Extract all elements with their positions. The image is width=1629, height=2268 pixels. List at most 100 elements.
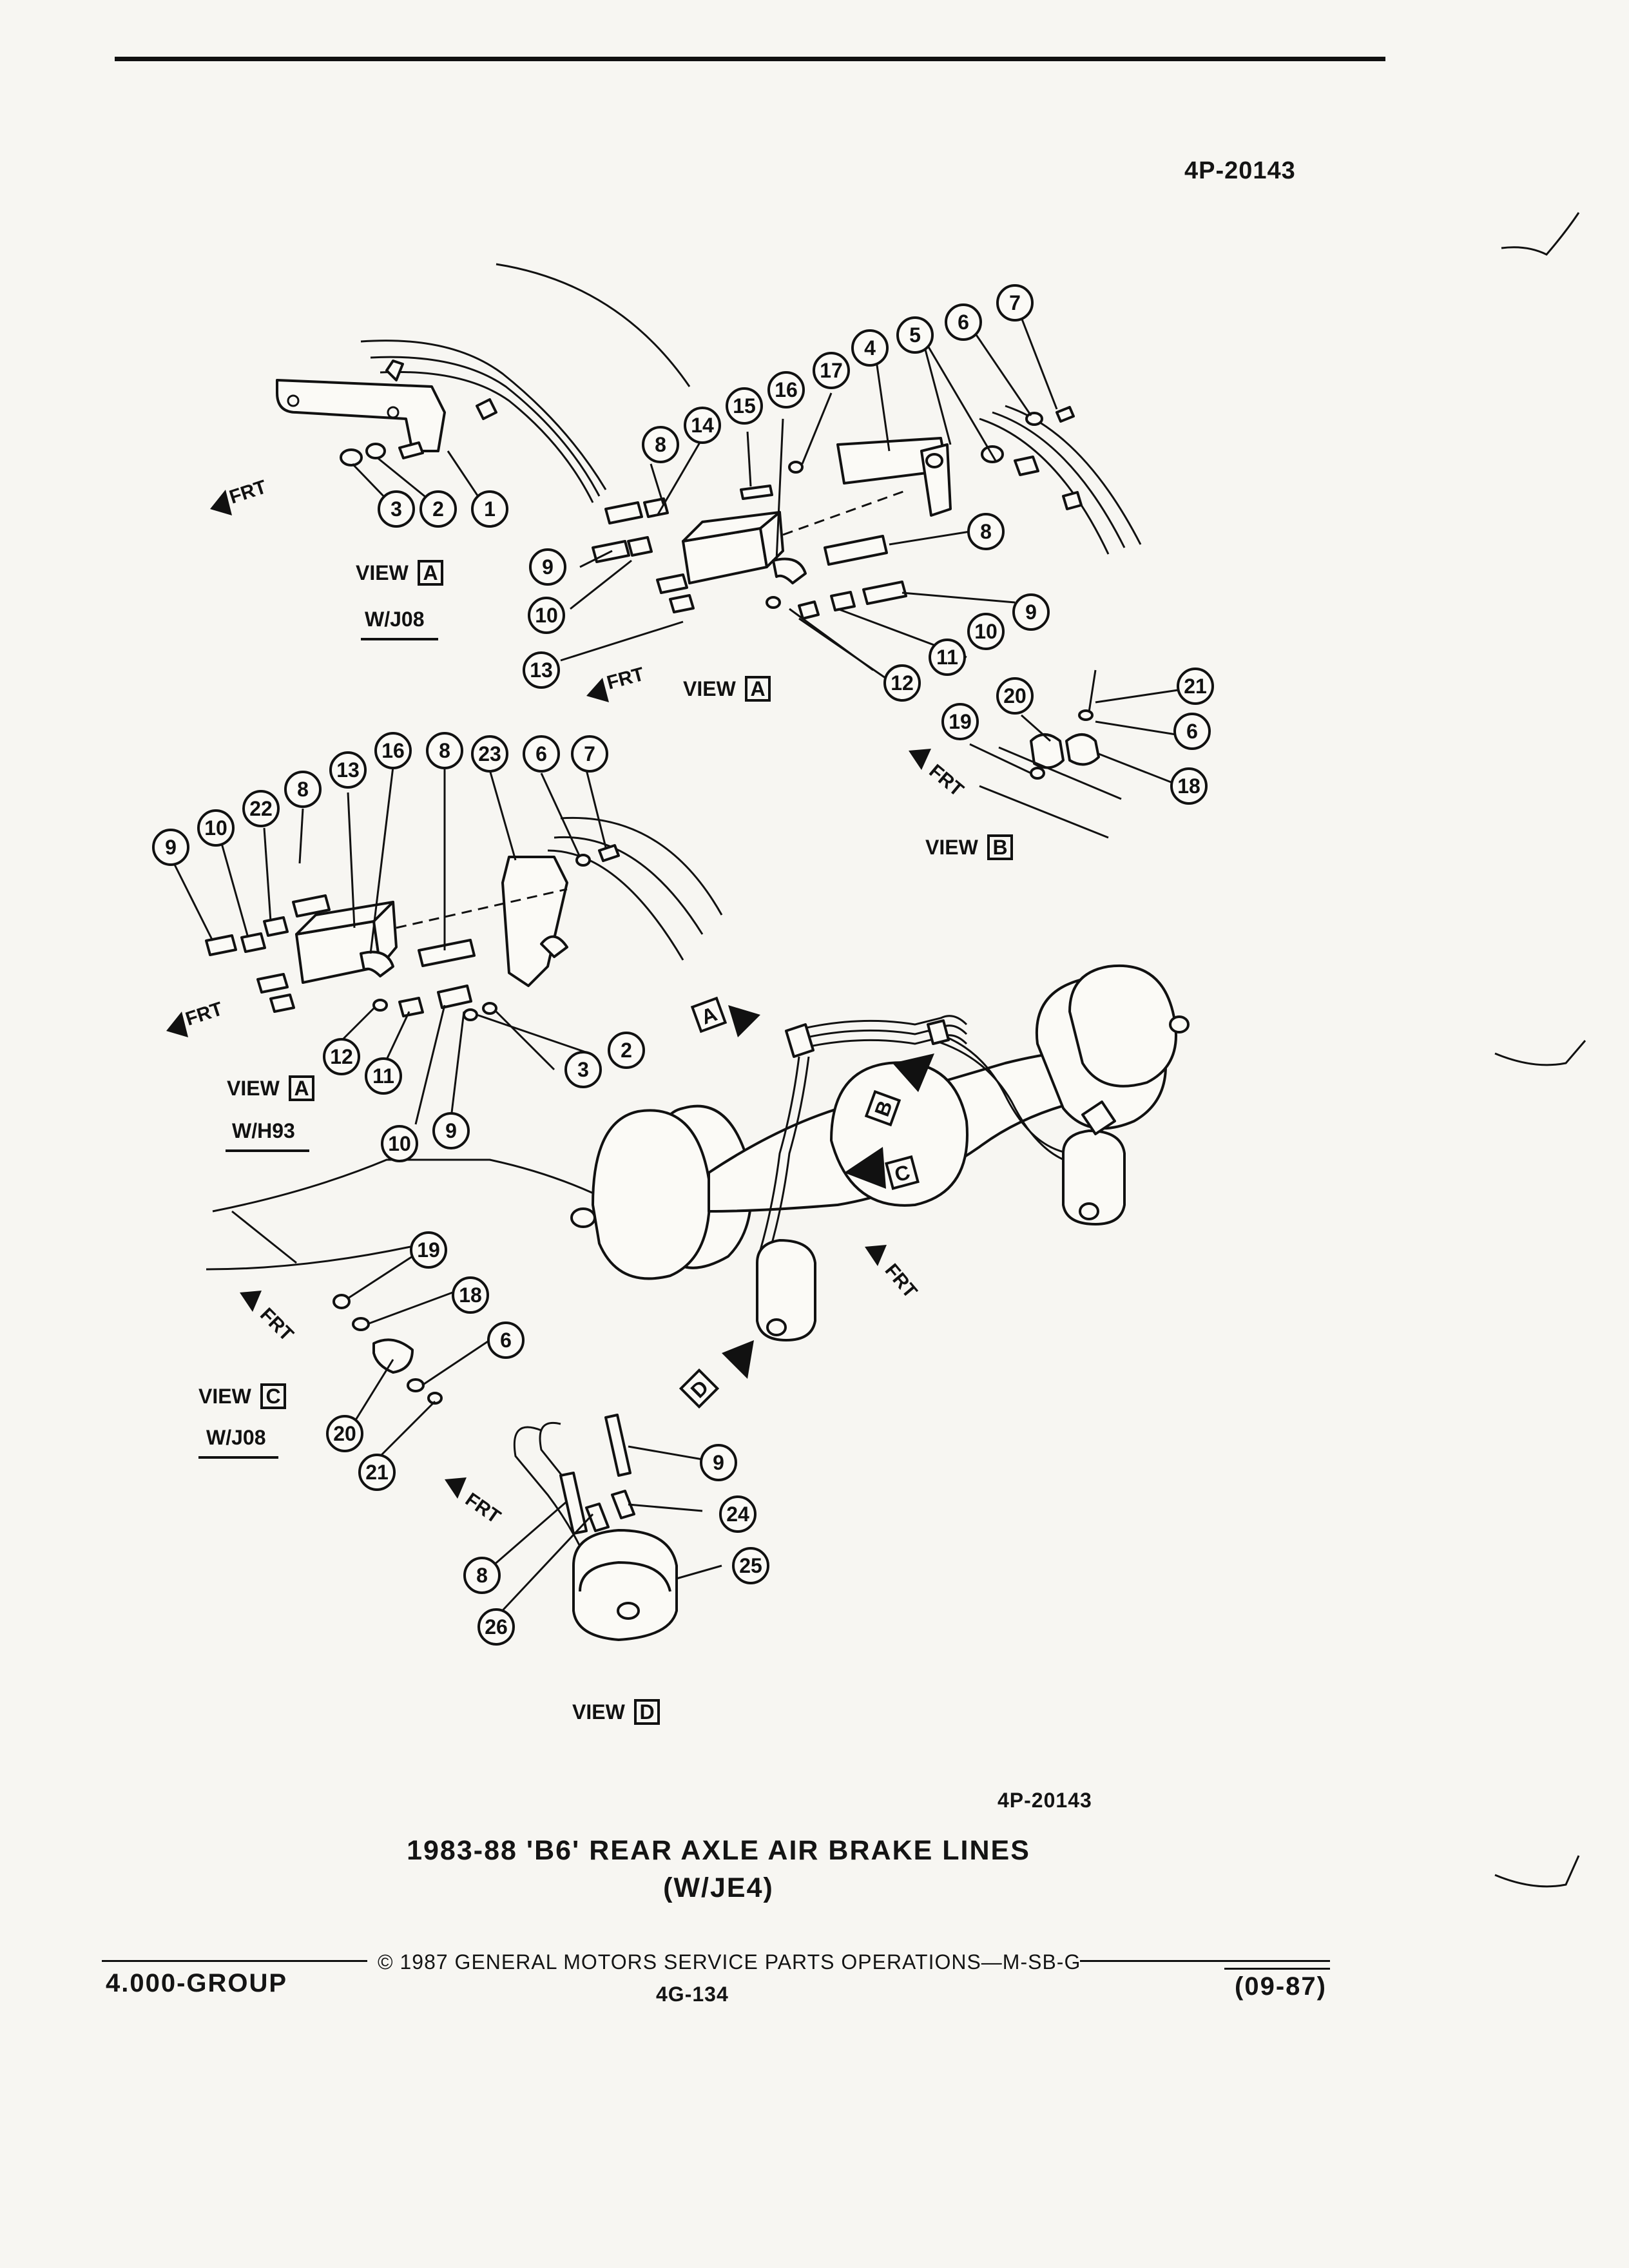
callout-a2-16: 16 (767, 371, 805, 408)
callout-number: 4 (864, 336, 876, 360)
callout-circle (967, 613, 1005, 650)
callout-circle (471, 490, 508, 528)
callout-c-6: 6 (487, 1321, 525, 1359)
callout-circle (432, 1112, 470, 1149)
callout-circle (410, 1231, 447, 1269)
callout-a2-8b: 8 (967, 513, 1005, 550)
callout-circle (642, 426, 679, 463)
callout-circle (1173, 713, 1211, 750)
drawing-number-top: 4P-20143 (1184, 157, 1296, 184)
callout-a2-13: 13 (523, 651, 560, 689)
callout-circle (967, 513, 1005, 550)
callout-c-21: 21 (358, 1454, 396, 1491)
callout-circle (523, 651, 560, 689)
callout-h-2: 2 (608, 1032, 645, 1069)
callout-h-12: 12 (323, 1038, 360, 1075)
callout-number: 2 (621, 1039, 632, 1062)
callout-d-24: 24 (719, 1495, 757, 1533)
callout-a2-6: 6 (945, 303, 982, 341)
callout-number: 3 (390, 497, 402, 521)
callout-d-26: 26 (477, 1608, 515, 1646)
callout-h-13: 13 (329, 751, 367, 789)
view-a-h93-letter: A (294, 1077, 309, 1100)
callout-h-8b: 8 (284, 771, 322, 808)
footer-group: 4.000-GROUP (106, 1969, 288, 1997)
callout-c-20: 20 (326, 1415, 363, 1452)
footer-page-number: 4G-134 (656, 1983, 729, 2006)
callout-circle (700, 1444, 737, 1481)
callout-c-18: 18 (452, 1276, 489, 1314)
callout-circle (471, 735, 508, 773)
footer-copyright: © 1987 GENERAL MOTORS SERVICE PARTS OPER… (378, 1950, 1081, 1974)
callout-a2-12: 12 (883, 664, 921, 702)
footer-date: (09-87) (1235, 1972, 1327, 2001)
view-a-main-letter: A (750, 677, 765, 700)
callout-circle (941, 703, 979, 740)
callout-number: 9 (713, 1451, 724, 1474)
callout-h-22: 22 (242, 790, 280, 827)
callout-b-21: 21 (1177, 668, 1214, 705)
callout-a2-10: 10 (528, 597, 565, 634)
view-a-h93-word: VIEW (227, 1077, 280, 1100)
callout-circle (1177, 668, 1214, 705)
callout-number: 16 (775, 378, 798, 401)
callout-h-9b: 9 (432, 1112, 470, 1149)
axle-marker-c: C (844, 1147, 920, 1190)
callout-c-19: 19 (410, 1231, 447, 1269)
callout-number: 19 (417, 1238, 440, 1262)
figure-subtitle: (W/JE4) (663, 1872, 774, 1903)
callout-circle (732, 1547, 769, 1584)
callout-a2-7: 7 (996, 284, 1034, 322)
callout-circle (419, 490, 457, 528)
callout-number: 25 (739, 1554, 762, 1577)
view-label-d: VIEW D (572, 1699, 660, 1725)
callout-circle (523, 735, 560, 773)
callout-h-11: 11 (365, 1057, 402, 1095)
callout-number: 3 (577, 1058, 589, 1081)
callout-circle (152, 829, 189, 866)
callout-circle (571, 735, 608, 773)
view-label-c-j08: VIEW C W/J08 (198, 1383, 286, 1459)
drawing-number-bottom: 4P-20143 (998, 1789, 1092, 1812)
callout-number: 12 (891, 671, 914, 695)
callout-number: 18 (1177, 774, 1200, 798)
callout-h-9: 9 (152, 829, 189, 866)
callout-number: 11 (372, 1064, 394, 1088)
callout-circle (684, 407, 721, 444)
view-b-letter: B (992, 836, 1007, 859)
callout-number: 21 (365, 1461, 389, 1484)
view-a-main-word: VIEW (683, 677, 737, 700)
callout-h-10b: 10 (381, 1125, 418, 1162)
callout-circle (1170, 767, 1208, 805)
callout-circle (329, 751, 367, 789)
callout-circle (477, 1608, 515, 1646)
callout-number: 11 (936, 646, 958, 669)
callout-d-9: 9 (700, 1444, 737, 1481)
callout-h-7: 7 (571, 735, 608, 773)
callout-a2-4: 4 (851, 329, 889, 367)
callout-number: 19 (949, 710, 972, 733)
axle-marker-a: A (690, 996, 760, 1037)
callout-circle (564, 1051, 602, 1088)
callout-a2-15: 15 (726, 387, 763, 425)
callout-circle (719, 1495, 757, 1533)
callout-number: 26 (485, 1615, 508, 1639)
callout-number: 6 (958, 311, 969, 334)
callout-number: 7 (584, 742, 595, 765)
callout-circle (529, 548, 566, 586)
callout-number: 18 (459, 1283, 482, 1307)
callout-a2-11: 11 (929, 639, 966, 676)
callout-number: 10 (388, 1132, 411, 1155)
view-label-a-h93: VIEW A W/H93 (226, 1075, 314, 1152)
callout-circle (945, 303, 982, 341)
axle-marker-d: D (679, 1340, 754, 1409)
view-label-a-j08: VIEW A W/J08 (356, 560, 443, 640)
callout-number: 24 (726, 1503, 749, 1526)
callout-number: 6 (535, 742, 547, 765)
callout-number: 2 (432, 497, 444, 521)
callout-circle (242, 790, 280, 827)
callout-circle (1012, 593, 1050, 631)
top-rule (115, 57, 1385, 61)
callout-number: 23 (478, 742, 501, 765)
